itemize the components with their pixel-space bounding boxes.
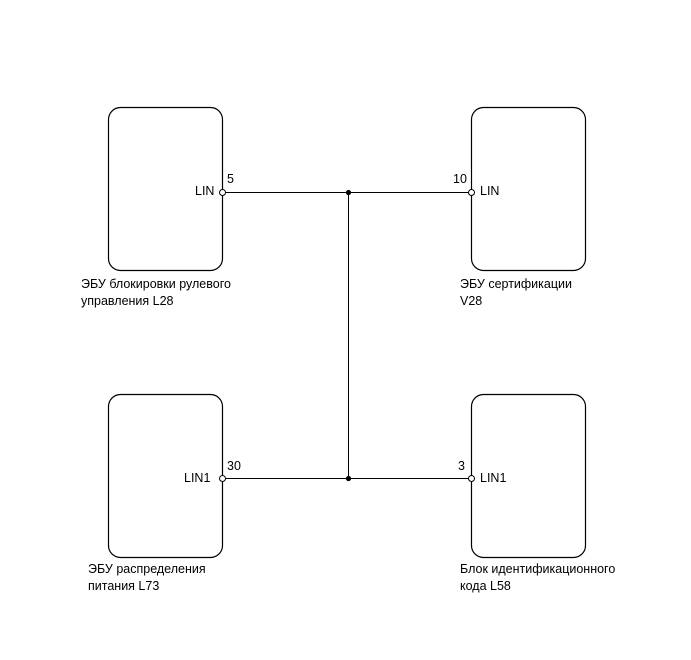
- certification-ecu-label-line2: V28: [460, 294, 483, 308]
- junction-dot-bottom: [345, 475, 352, 482]
- power-distribution-ecu-label-line1: ЭБУ распределения: [88, 562, 206, 576]
- steering-lock-ecu-label: ЭБУ блокировки рулевого управления L28: [81, 276, 231, 310]
- power-distribution-ecu-label-line2: питания L73: [88, 579, 160, 593]
- terminal-id-code-box: [468, 475, 475, 482]
- junction-dot-top: [345, 189, 352, 196]
- id-code-box-label-line2: кода L58: [460, 579, 511, 593]
- power-distribution-ecu-pin-name: LIN1: [184, 471, 211, 485]
- terminal-certification-ecu: [468, 189, 475, 196]
- id-code-box-label: Блок идентификационного кода L58: [460, 561, 615, 595]
- certification-ecu-label-line1: ЭБУ сертификации: [460, 277, 572, 291]
- terminal-steering-lock-ecu: [219, 189, 226, 196]
- steering-lock-ecu-pin-name: LIN: [195, 184, 215, 198]
- steering-lock-ecu-pin-number: 5: [227, 172, 234, 186]
- certification-ecu-pin-number: 10: [453, 172, 467, 186]
- id-code-box-pin-name: LIN1: [480, 471, 507, 485]
- id-code-box-pin-number: 3: [458, 459, 465, 473]
- terminal-power-distribution-ecu: [219, 475, 226, 482]
- steering-lock-ecu-label-line1: ЭБУ блокировки рулевого: [81, 277, 231, 291]
- power-distribution-ecu-label: ЭБУ распределения питания L73: [88, 561, 206, 595]
- power-distribution-ecu-pin-number: 30: [227, 459, 241, 473]
- certification-ecu-pin-name: LIN: [480, 184, 500, 198]
- certification-ecu-label: ЭБУ сертификации V28: [460, 276, 572, 310]
- steering-lock-ecu-label-line2: управления L28: [81, 294, 174, 308]
- id-code-box-label-line1: Блок идентификационного: [460, 562, 616, 576]
